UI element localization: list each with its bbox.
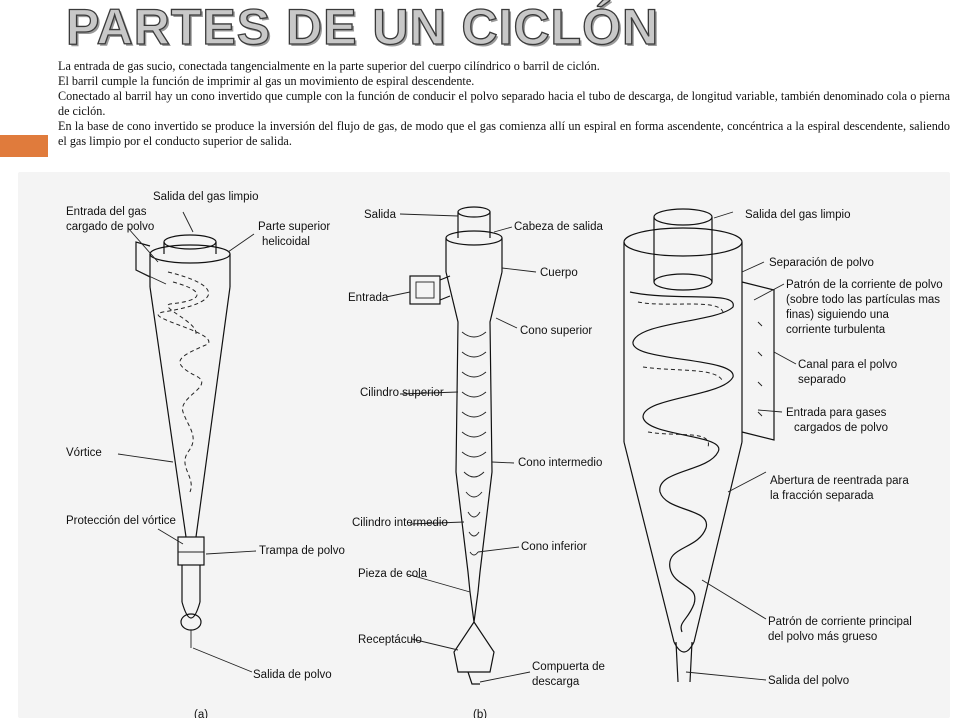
outlet-ring-a <box>163 234 217 250</box>
label-b-upper-cyl: Cilindro superior <box>360 387 444 399</box>
label-a-vortex: Vórtice <box>66 447 102 459</box>
diagram-b <box>385 206 537 685</box>
paragraph: En la base de cono invertido se produce … <box>58 119 950 148</box>
label-c-dust-outlet: Salida del polvo <box>768 675 849 687</box>
label-c-outlet: Salida del gas limpio <box>745 209 850 221</box>
cyclone-figure: Salida del gas limpio Entrada del gas ca… <box>18 172 950 718</box>
inlet-duct-a <box>135 241 151 278</box>
label-c-pattern-4: corriente turbulenta <box>786 324 886 336</box>
diagram-a <box>117 211 257 673</box>
inlet-c <box>741 281 775 441</box>
cyclone-diagrams-svg: Salida del gas limpio Entrada del gas ca… <box>66 191 943 718</box>
inlet-b <box>409 275 441 305</box>
label-c-inlet-2: cargados de polvo <box>794 422 888 434</box>
label-b-gate: Compuerta de <box>532 661 605 673</box>
paragraph: Conectado al barril hay un cono invertid… <box>58 89 950 118</box>
label-a-vortex-guard: Protección del vórtice <box>66 515 176 527</box>
label-c-sep: Separación de polvo <box>769 257 874 269</box>
label-a-inlet-2: cargado de polvo <box>66 221 154 233</box>
dust-trap-a <box>177 536 205 566</box>
label-a-outlet: Salida del gas limpio <box>153 191 258 203</box>
body-text: La entrada de gas sucio, conectada tange… <box>58 59 950 149</box>
label-b-gate-2: descarga <box>532 676 580 688</box>
label-a-dust-trap: Trampa de polvo <box>259 545 345 557</box>
label-c-pattern-3: finas) siguiendo una <box>786 309 890 321</box>
label-a-top-2: helicoidal <box>262 236 310 248</box>
label-a-dust-outlet: Salida de polvo <box>253 669 332 681</box>
label-c-main-2: del polvo más grueso <box>768 631 877 643</box>
label-b-lower-cone: Cono inferior <box>521 541 587 553</box>
label-c-channel-2: separado <box>798 374 846 386</box>
label-c-pattern-2: (sobre todo las partículas mas <box>786 294 940 306</box>
label-c-inlet: Entrada para gases <box>786 407 887 419</box>
label-b-receptacle: Receptáculo <box>358 634 422 646</box>
label-b-body: Cuerpo <box>540 267 578 279</box>
label-b-inlet: Entrada <box>348 292 389 304</box>
barrel-c <box>623 242 743 442</box>
label-b-outlet: Salida <box>364 209 397 221</box>
label-b-mid-cone: Cono intermedio <box>518 457 602 469</box>
label-a-inlet: Entrada del gas <box>66 206 147 218</box>
label-c-channel: Canal para el polvo <box>798 359 897 371</box>
label-c-reentry: Abertura de reentrada para <box>770 475 909 487</box>
accent-bar <box>0 135 48 157</box>
caption-b: (b) <box>473 709 487 718</box>
page-title: PARTES DE UN CICLÓN <box>65 0 660 55</box>
label-b-head: Cabeza de salida <box>514 221 603 233</box>
label-c-pattern: Patrón de la corriente de polvo <box>786 279 943 291</box>
label-b-tail: Pieza de cola <box>358 568 428 580</box>
label-b-upper-cone: Cono superior <box>520 325 592 337</box>
body-b <box>445 238 503 272</box>
diagram-c <box>623 208 797 683</box>
outlet-c <box>653 208 713 226</box>
caption-a: (a) <box>194 709 208 718</box>
label-c-main: Patrón de corriente principal <box>768 616 912 628</box>
label-b-mid-cyl: Cilindro intermedio <box>352 517 448 529</box>
receptacle-b <box>453 621 495 673</box>
paragraph: La entrada de gas sucio, conectada tange… <box>58 59 600 73</box>
paragraph: El barril cumple la función de imprimir … <box>58 74 475 88</box>
label-a-top: Parte superior <box>258 221 330 233</box>
label-c-reentry-2: la fracción separada <box>770 490 874 502</box>
